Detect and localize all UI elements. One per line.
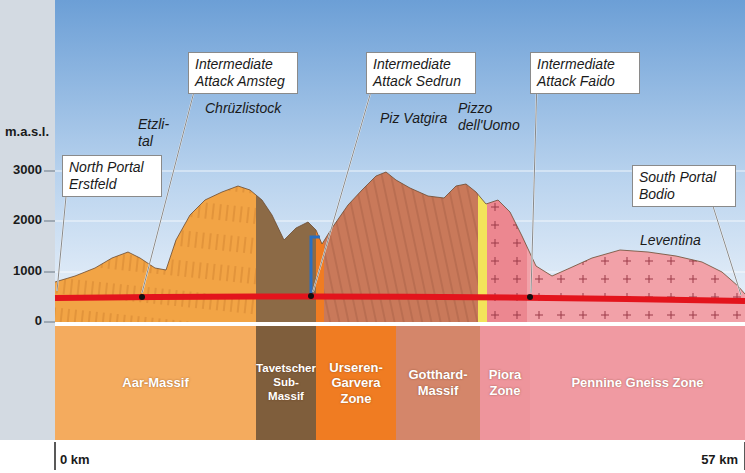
zone-name: Pennine Gneiss Zone: [571, 375, 703, 391]
mountain-name: Chrüzlistock: [205, 100, 281, 117]
leader-line: [713, 207, 741, 295]
axis-value: 0: [35, 313, 42, 329]
distance-mark: 0 km: [60, 452, 90, 468]
text-group: South Portal Bodio: [639, 169, 729, 203]
text-group: Intermediate Attack Sedrun: [373, 56, 469, 90]
text-group: Urseren-Garvera Zone: [319, 360, 393, 407]
text-group: Piora Zone: [483, 367, 527, 398]
text-group: Gotthard-Massif: [399, 367, 477, 398]
text-group: Intermediate Attack Faido: [537, 56, 633, 90]
rock-zone-band: Pennine Gneiss Zone: [530, 326, 745, 440]
axis-value: 3000: [13, 162, 42, 178]
leader-line: [313, 94, 370, 292]
axis-value: 2000: [13, 212, 42, 228]
leader-line: [531, 94, 537, 293]
text-group: Intermediate Attack Amsteg: [195, 56, 291, 90]
axis-unit: m.a.s.l.: [5, 124, 49, 140]
callout-text: Intermediate Attack Faido: [537, 56, 633, 90]
portal-callout: South Portal Bodio: [632, 165, 736, 207]
valley-name: Leventina: [640, 232, 701, 249]
axis-value: 1000: [13, 263, 42, 279]
mountain-name: Piz Vatgira: [380, 110, 447, 127]
attack-callout: Intermediate Attack Faido: [530, 52, 640, 94]
text-group: Pennine Gneiss Zone: [571, 375, 703, 391]
leader-line: [713, 207, 741, 295]
rock-zone-band: Urseren-Garvera Zone: [316, 326, 396, 440]
rock-zone-band: Piora Zone: [480, 326, 530, 440]
attack-callout: Intermediate Attack Amsteg: [188, 52, 298, 94]
leader-line: [531, 94, 537, 293]
text-group: Tavetscher Sub-Massif: [256, 362, 316, 403]
valley-name: Etzli- tal: [138, 116, 176, 150]
attack-callout: Intermediate Attack Sedrun: [366, 52, 476, 94]
mountain-name: Pizzo dell'Uomo: [458, 100, 528, 134]
zone-name: Aar-Massif: [122, 375, 188, 391]
text-group: Aar-Massif: [122, 375, 188, 391]
zone-name: Gotthard-Massif: [399, 367, 477, 398]
rock-zone-band: Aar-Massif: [55, 326, 256, 440]
distance-mark: 57 km: [701, 452, 738, 468]
zone-name: Piora Zone: [483, 367, 527, 398]
leader-line: [313, 94, 370, 292]
callout-text: Intermediate Attack Amsteg: [195, 56, 291, 90]
leader-line: [57, 197, 66, 291]
text-group: North Portal Erstfeld: [69, 159, 155, 193]
callout-text: South Portal Bodio: [639, 169, 729, 203]
leader-line: [57, 197, 66, 291]
callout-text: North Portal Erstfeld: [69, 159, 155, 193]
rock-zone-band: Tavetscher Sub-Massif: [256, 326, 316, 440]
callout-text: Intermediate Attack Sedrun: [373, 56, 469, 90]
zone-name: Tavetscher Sub-Massif: [256, 362, 316, 403]
rock-zone-band: Gotthard-Massif: [396, 326, 480, 440]
portal-callout: North Portal Erstfeld: [62, 155, 162, 197]
zone-name: Urseren-Garvera Zone: [319, 360, 393, 407]
